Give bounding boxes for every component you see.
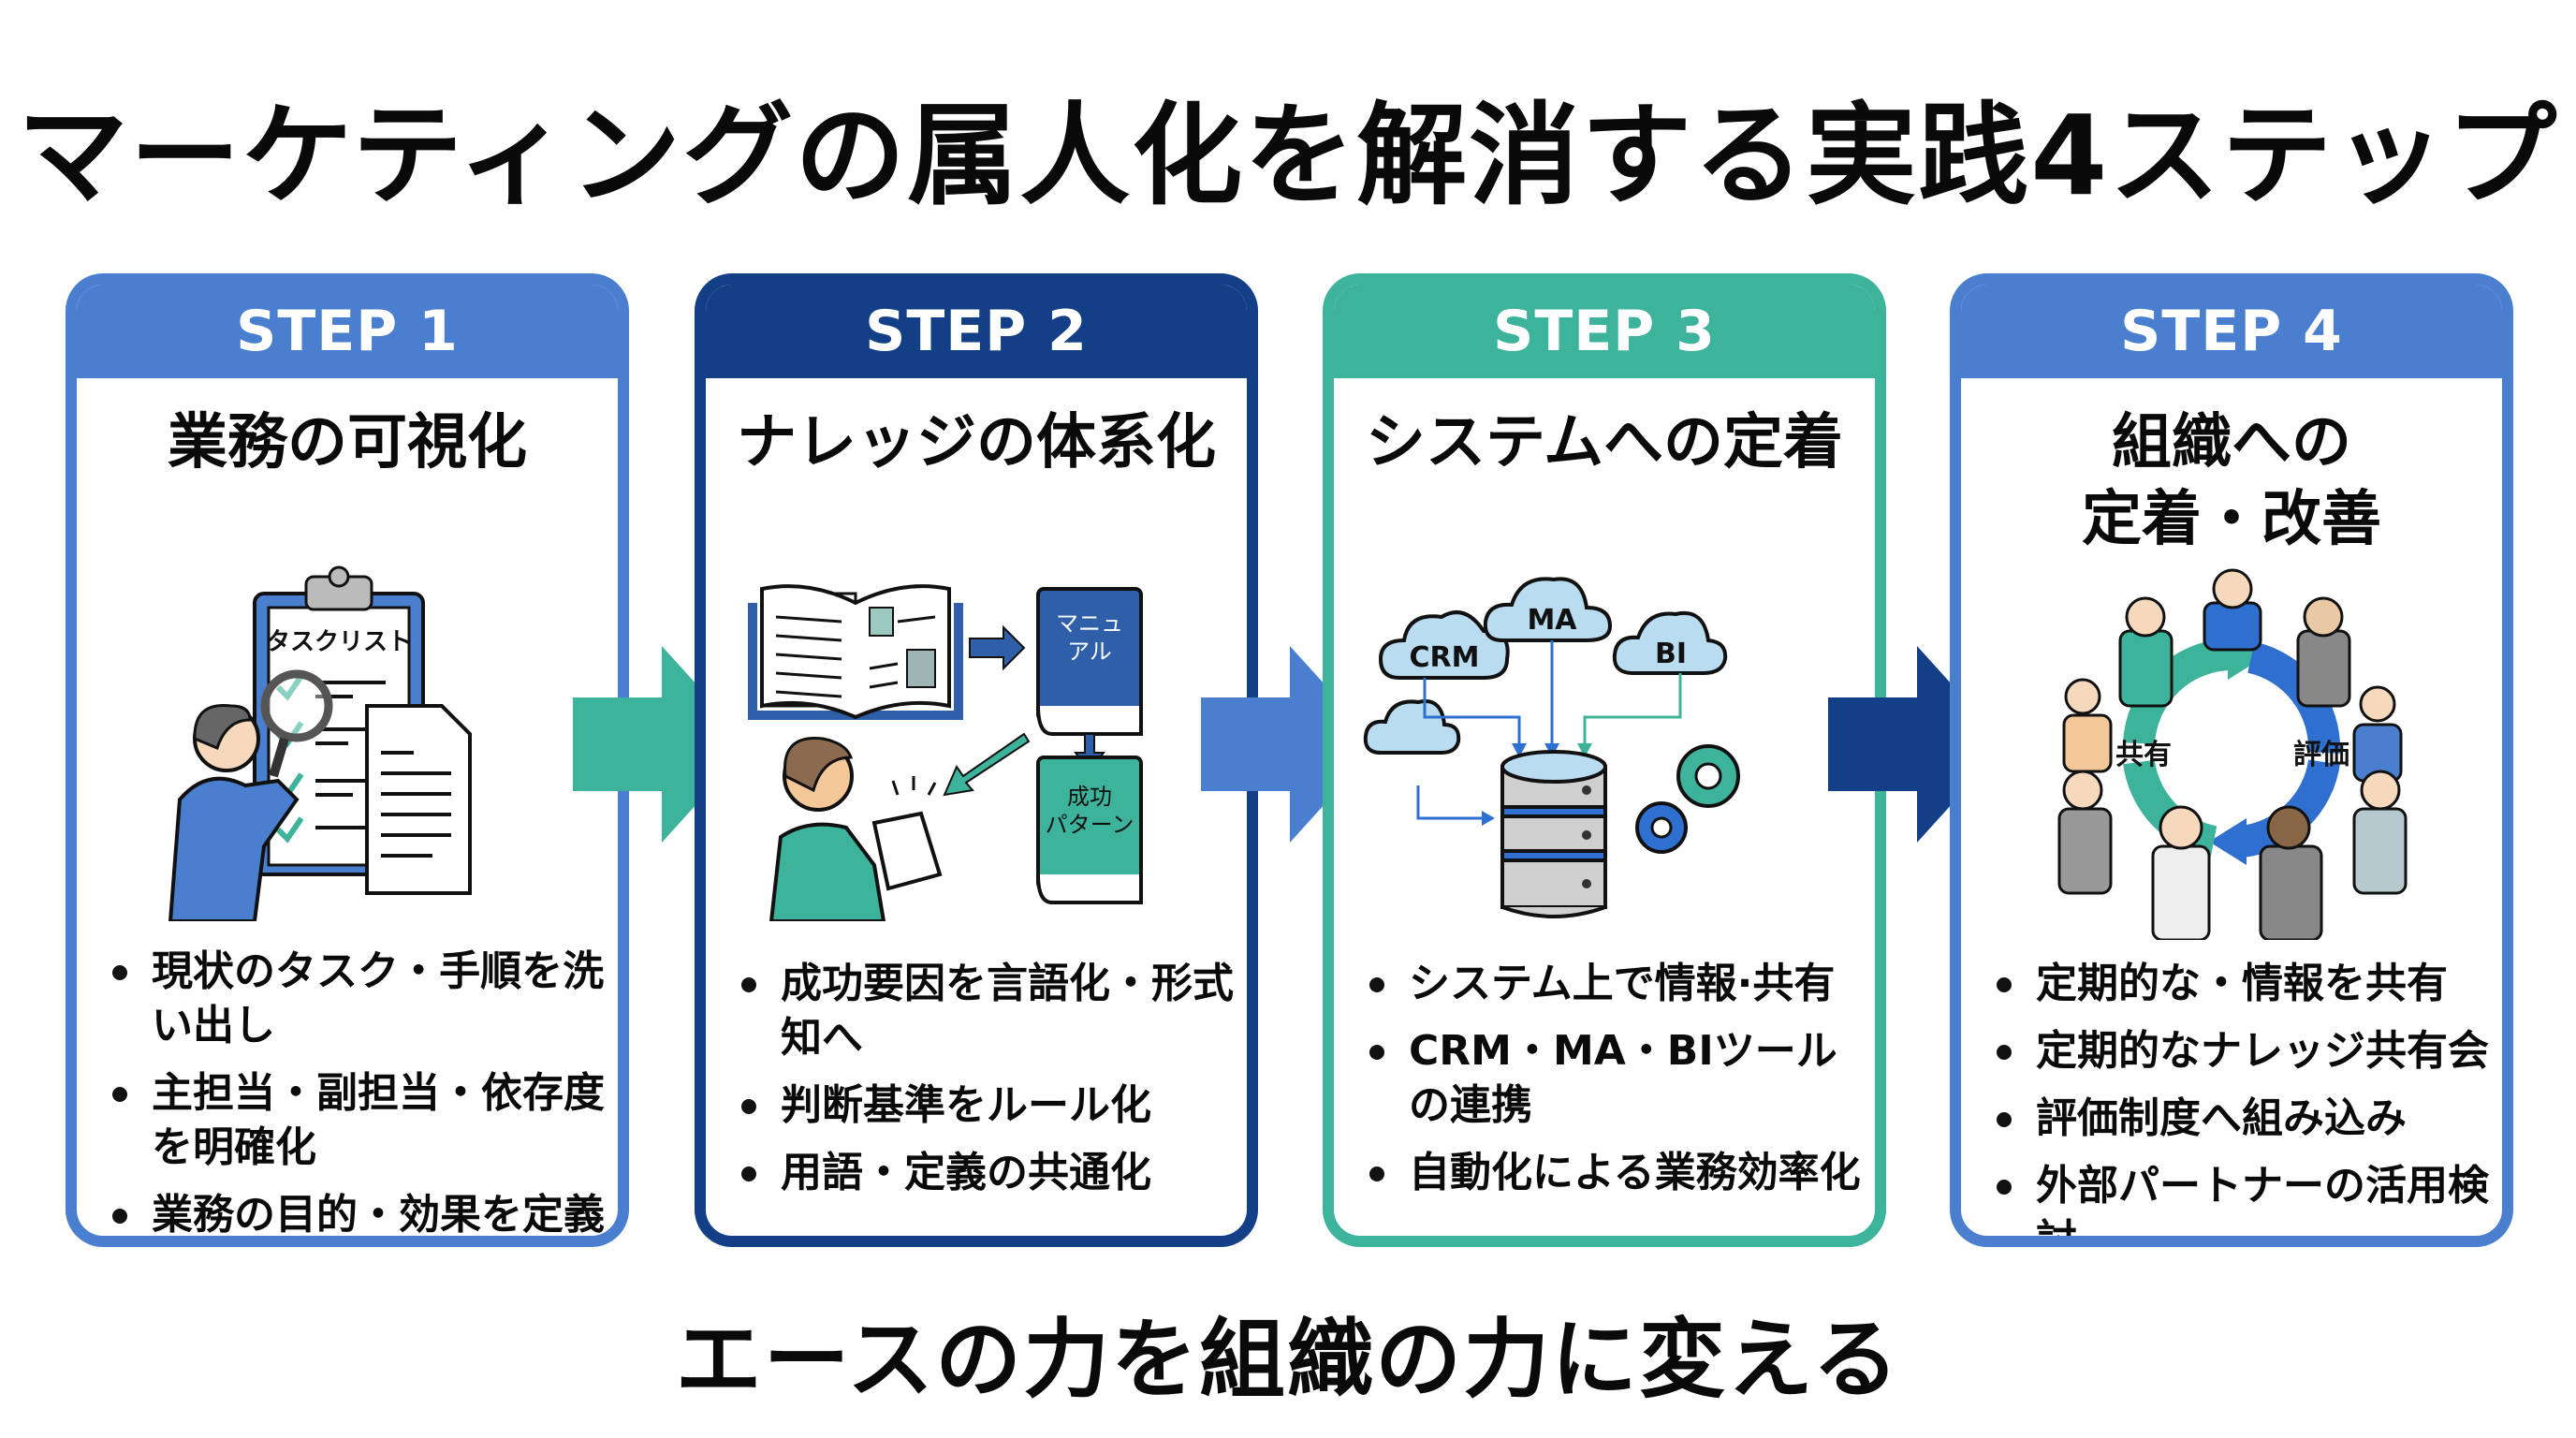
cycle-label-evaluate: 評価: [2293, 739, 2349, 771]
bullet-item: CRM・MA・BIツールの連携: [1362, 1024, 1866, 1133]
book-label-manual-1: マニュ: [1056, 610, 1123, 637]
footer-tagline: エースの力を組織の力に変える: [675, 1310, 1901, 1410]
clipboard-magnifier-icon: タスクリスト: [77, 565, 618, 923]
bullet-item: システム上で情報·共有: [1362, 957, 1866, 1011]
book-label-manual-2: アル: [1067, 638, 1112, 665]
clipboard-label: タスクリスト: [266, 628, 412, 656]
step-bullets: システム上で情報·共有 CRM・MA・BIツールの連携 自動化による業務効率化: [1362, 957, 1866, 1213]
bullet-item: 成功要因を言語化・形式知へ: [734, 957, 1237, 1065]
bullet-item: 評価制度へ組み込み: [1989, 1092, 2493, 1146]
bullet-item: 判断基準をルール化: [734, 1078, 1237, 1133]
bullet-item: 現状のタスク・手順を洗い出し: [105, 945, 608, 1053]
step-bullets: 成功要因を言語化・形式知へ 判断基準をルール化 用語・定義の共通化: [734, 957, 1237, 1213]
step-card-1: STEP 1 業務の可視化 タスクリスト: [66, 273, 629, 1247]
step-title-line: 組織への: [2112, 408, 2351, 477]
step-title: 業務の可視化: [168, 408, 527, 477]
step-title: システムへの定着: [1365, 408, 1844, 477]
step-title: 組織への 定着・改善: [1961, 404, 2502, 558]
step-label: STEP 2: [706, 285, 1247, 378]
cloud-label-crm: CRM: [1410, 641, 1480, 674]
step-label: STEP 4: [1961, 285, 2502, 378]
book-label-success-2: パターン: [1046, 812, 1134, 838]
step-card-4: STEP 4 組織への 定着・改善 共有 評価: [1950, 273, 2513, 1247]
bullet-item: 業務の目的・効果を定義: [105, 1188, 608, 1236]
step-title-line: 定着・改善: [2082, 485, 2381, 554]
team-cycle-icon: 共有 評価: [1961, 565, 2502, 942]
bullet-item: 定期的な・情報を共有: [1989, 957, 2493, 1011]
step-label: STEP 3: [1334, 285, 1875, 378]
knowledge-books-icon: マニュ アル 成功 パターン: [706, 565, 1247, 923]
step-card-2: STEP 2 ナレッジの体系化 マニュ アル 成功 パターン: [695, 273, 1258, 1247]
step-label: STEP 1: [77, 285, 618, 378]
cloud-database-icon: CRM MA BI: [1334, 565, 1875, 921]
bullet-item: 主担当・副担当・依存度を明確化: [105, 1066, 608, 1175]
bullet-item: 自動化による業務効率化: [1362, 1146, 1866, 1200]
step-card-3: STEP 3 システムへの定着 CRM MA BI: [1323, 273, 1886, 1247]
book-label-success-1: 成功: [1067, 784, 1112, 810]
step-title: ナレッジの体系化: [737, 408, 1216, 477]
cloud-label-ma: MA: [1527, 604, 1577, 637]
cycle-label-share: 共有: [2115, 739, 2172, 771]
bullet-item: 外部パートナーの活用検討: [1989, 1159, 2493, 1236]
step-bullets: 定期的な・情報を共有 定期的なナレッジ共有会 評価制度へ組み込み 外部パートナー…: [1989, 957, 2493, 1236]
bullet-item: 用語・定義の共通化: [734, 1146, 1237, 1200]
page-title: マーケティングの属人化を解消する実践4ステップ: [17, 91, 2559, 220]
cloud-label-bi: BI: [1655, 638, 1687, 670]
bullet-item: 定期的なナレッジ共有会: [1989, 1024, 2493, 1078]
step-bullets: 現状のタスク・手順を洗い出し 主担当・副担当・依存度を明確化 業務の目的・効果を…: [105, 945, 608, 1236]
